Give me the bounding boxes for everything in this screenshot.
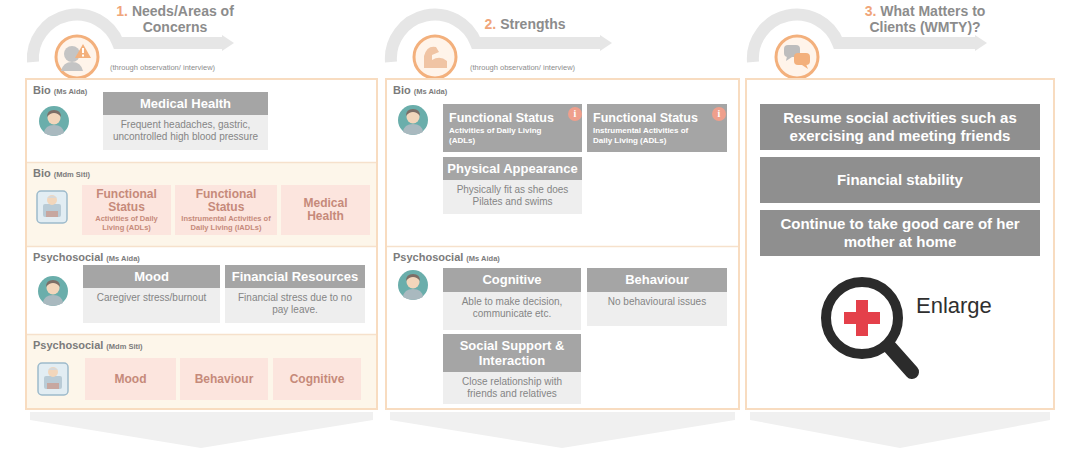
chevron bbox=[30, 412, 1050, 448]
info-card: Physical AppearancePhysically fit as she… bbox=[443, 157, 582, 214]
panel-note: (through observation/ interview) bbox=[110, 63, 215, 72]
panel-heading: 1.Needs/Areas of Concerns bbox=[115, 3, 235, 35]
tile-heading: Functional Status bbox=[178, 188, 274, 214]
card-heading: Mood bbox=[83, 265, 220, 288]
client-name: (Mdm Siti) bbox=[54, 170, 90, 179]
step-number: 3. bbox=[865, 3, 877, 19]
priority-text: Financial stability bbox=[837, 171, 963, 189]
card-body: Financial stress due to no pay leave. bbox=[225, 288, 365, 323]
card-heading: Medical Health bbox=[103, 92, 268, 115]
section-label: Psychosocial(Ms Aida) bbox=[33, 251, 140, 265]
strength-icon bbox=[414, 36, 456, 78]
magnifier-icon bbox=[826, 282, 912, 372]
card-body: Able to make decision, communicate etc. bbox=[443, 292, 581, 330]
section-band: Psychosocial(Mdm Siti) Mood Behaviour Cogni… bbox=[27, 335, 376, 408]
section-label: Psychosocial(Ms Aida) bbox=[393, 251, 500, 265]
priority-box: Financial stability bbox=[760, 157, 1040, 203]
speech-icon bbox=[776, 36, 818, 78]
card-heading: Functional Status bbox=[593, 111, 709, 126]
caption-label: Enlarge bbox=[916, 293, 992, 319]
info-badge: i bbox=[568, 107, 582, 121]
status-card: Functional StatusInstrumental Activities… bbox=[587, 104, 727, 152]
priority-box: Resume social activities such as exercis… bbox=[760, 104, 1040, 150]
concern-tile: Medical Health bbox=[281, 185, 370, 235]
section-name: Psychosocial bbox=[33, 339, 103, 351]
concern-tile: Mood bbox=[85, 358, 176, 400]
priority-text: Resume social activities such as exercis… bbox=[770, 109, 1030, 145]
tile-subtitle: Instrumental Activities of Daily Living … bbox=[178, 214, 274, 232]
client-name: (Ms Aida) bbox=[466, 254, 499, 263]
panel-heading: 3.What Matters to Clients (WMTY)? bbox=[850, 3, 1000, 35]
panel-heading: 2.Strengths bbox=[465, 16, 585, 32]
card-body: Frequent headaches, gastric, uncontrolle… bbox=[103, 115, 268, 150]
card-body: Physically fit as she does Pilates and s… bbox=[443, 180, 582, 214]
section-name: Bio bbox=[393, 84, 411, 96]
info-card: Financial ResourcesFinancial stress due … bbox=[225, 265, 365, 323]
client-name: (Ms Aida) bbox=[54, 87, 87, 96]
section-label: Bio(Ms Aida) bbox=[33, 84, 87, 98]
section-band: Psychosocial(Ms Aida) CognitiveAble to ma… bbox=[387, 247, 738, 408]
section-name: Psychosocial bbox=[393, 251, 463, 263]
client-name: (Mdm Siti) bbox=[106, 342, 142, 351]
card-heading: Physical Appearance bbox=[443, 157, 582, 180]
concern-icon bbox=[56, 36, 98, 78]
tile-heading: Mood bbox=[115, 373, 147, 386]
info-card: BehaviourNo behavioural issues bbox=[587, 268, 727, 326]
priority-text: Continue to take good care of her mother… bbox=[770, 215, 1030, 251]
client-name: (Ms Aida) bbox=[414, 87, 447, 96]
info-card: Medical HealthFrequent headaches, gastri… bbox=[103, 92, 268, 150]
card-heading: Behaviour bbox=[587, 268, 727, 292]
concern-tile: Cognitive bbox=[273, 358, 361, 400]
card-body: Close relationship with friends and rela… bbox=[443, 372, 581, 404]
tile-heading: Functional Status bbox=[85, 188, 168, 214]
concern-tile: Functional StatusInstrumental Activities… bbox=[175, 185, 277, 235]
section-name: Bio bbox=[33, 84, 51, 96]
section-label: Psychosocial(Mdm Siti) bbox=[33, 339, 143, 353]
info-badge: i bbox=[712, 107, 726, 121]
info-card: Social Support & InteractionClose relati… bbox=[443, 334, 581, 404]
section-name: Bio bbox=[33, 167, 51, 179]
priority-box: Continue to take good care of her mother… bbox=[760, 210, 1040, 256]
tile-heading: Cognitive bbox=[290, 373, 345, 386]
step-number: 1. bbox=[116, 3, 128, 19]
panel-title: Strengths bbox=[500, 16, 565, 32]
column-panel: 1.Needs/Areas of Concerns(through observ… bbox=[25, 78, 378, 410]
section-band: Bio(Ms Aida) Medical HealthFrequent heada… bbox=[27, 80, 376, 162]
card-body: Caregiver stress/burnout bbox=[83, 288, 220, 323]
card-heading: Social Support & Interaction bbox=[443, 334, 581, 372]
concern-tile: Behaviour bbox=[180, 358, 268, 400]
card-subtitle: Instrumental Activities of Daily Living … bbox=[593, 126, 709, 146]
column-panel: 3.What Matters to Clients (WMTY)?Resume … bbox=[745, 78, 1055, 410]
card-body: No behavioural issues bbox=[587, 292, 727, 326]
panel-note: (through observation/ interview) bbox=[470, 63, 575, 72]
card-heading: Cognitive bbox=[443, 268, 581, 292]
step-number: 2. bbox=[484, 16, 496, 32]
concern-tile: Functional StatusActivities of Daily Liv… bbox=[82, 185, 171, 235]
panel-title: What Matters to Clients (WMTY)? bbox=[869, 3, 985, 35]
tile-subtitle: Activities of Daily Living (ADLs) bbox=[85, 214, 168, 232]
section-band: Bio(Mdm Siti)Functional StatusActivities… bbox=[27, 163, 376, 246]
tile-heading: Medical Health bbox=[284, 197, 367, 223]
status-card: Functional StatusActivities of Daily Liv… bbox=[443, 104, 582, 152]
info-card: CognitiveAble to make decision, communic… bbox=[443, 268, 581, 330]
panel-title: Needs/Areas of Concerns bbox=[132, 3, 234, 35]
column-panel: 2.Strengths(through observation/ intervi… bbox=[385, 78, 740, 410]
section-band: Bio(Ms Aida)Functional StatusActivities … bbox=[387, 80, 738, 246]
info-card: MoodCaregiver stress/burnout bbox=[83, 265, 220, 323]
section-label: Bio(Mdm Siti) bbox=[33, 167, 90, 181]
section-name: Psychosocial bbox=[33, 251, 103, 263]
client-name: (Ms Aida) bbox=[106, 254, 139, 263]
card-heading: Financial Resources bbox=[225, 265, 365, 288]
section-label: Bio(Ms Aida) bbox=[393, 84, 447, 98]
tile-heading: Behaviour bbox=[195, 373, 254, 386]
card-subtitle: Activities of Daily Living (ADLs) bbox=[449, 126, 564, 146]
section-band: Psychosocial(Ms Aida)MoodCaregiver stres… bbox=[27, 247, 376, 334]
card-heading: Functional Status bbox=[449, 111, 564, 126]
